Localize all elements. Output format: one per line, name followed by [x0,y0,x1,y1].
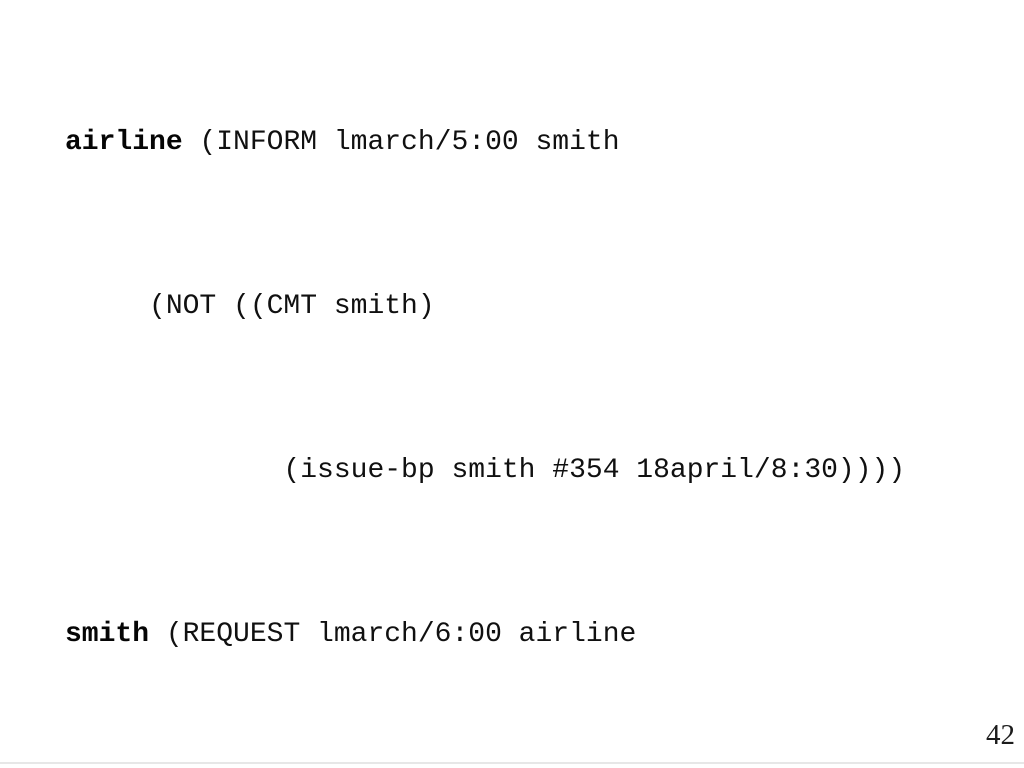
transcript-line: airline (INFORM lmarch/5:00 smith [65,122,905,163]
transcript: airline (INFORM lmarch/5:00 smith (NOT (… [65,40,905,768]
transcript-line: smith (REQUEST lmarch/6:00 airline [65,614,905,655]
page-number: 42 [986,719,1015,751]
line-text: (issue-bp smith #354 18april/8:30)))) [65,455,906,486]
line-text: (INFORM lmarch/5:00 smith [182,127,620,158]
speaker-label: smith [65,619,150,650]
line-text: (NOT ((CMT smith) [65,291,435,322]
transcript-line: (NOT ((CMT smith) [65,286,905,327]
speaker-label: airline [65,127,183,158]
line-text: (REQUEST lmarch/6:00 airline [149,619,637,650]
bottom-rule [0,762,1024,764]
transcript-line: (issue-bp smith #354 18april/8:30)))) [65,450,905,491]
